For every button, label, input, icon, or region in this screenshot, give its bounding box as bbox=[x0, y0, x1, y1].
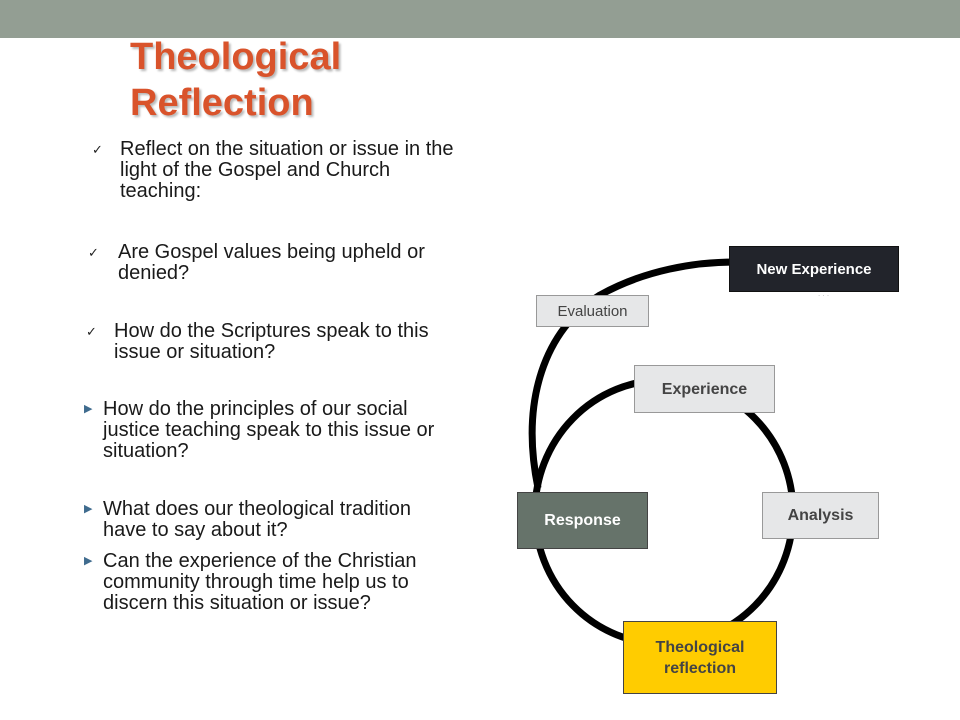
bullet-text: Can the experience of the Christian comm… bbox=[103, 550, 417, 614]
bullet-text: What does our theological tradition have… bbox=[103, 498, 411, 541]
bullet-reflect: ✓ Reflect on the situation or issue in t… bbox=[92, 139, 467, 202]
ghost-mark: . . . bbox=[818, 289, 830, 298]
theological-reflection-box: Theological reflection bbox=[623, 621, 777, 694]
bullet-gospel-values: ✓ Are Gospel values being upheld or deni… bbox=[88, 242, 468, 284]
arrow-icon: ▶ bbox=[84, 503, 93, 515]
check-icon: ✓ bbox=[88, 245, 99, 260]
response-box: Response bbox=[517, 492, 648, 549]
bullet-social-justice: ▶ How do the principles of our social ju… bbox=[84, 399, 469, 462]
bullet-text: How do the principles of our social just… bbox=[103, 398, 435, 462]
new-experience-box: New Experience bbox=[729, 246, 899, 292]
bullet-scriptures: ✓ How do the Scriptures speak to this is… bbox=[86, 321, 466, 363]
check-icon: ✓ bbox=[86, 324, 97, 339]
arrow-icon: ▶ bbox=[84, 403, 93, 415]
experience-box: Experience bbox=[634, 365, 775, 413]
analysis-box: Analysis bbox=[762, 492, 879, 539]
bullet-tradition: ▶ What does our theological tradition ha… bbox=[84, 499, 469, 541]
arrow-icon: ▶ bbox=[84, 555, 93, 567]
bullet-text: How do the Scriptures speak to this issu… bbox=[114, 320, 429, 363]
slide-title: Theological Reflection bbox=[130, 36, 342, 124]
check-icon: ✓ bbox=[92, 142, 103, 157]
bullet-community: ▶ Can the experience of the Christian co… bbox=[84, 551, 469, 614]
evaluation-box: Evaluation bbox=[536, 295, 649, 327]
top-band bbox=[0, 0, 960, 38]
bullet-text: Are Gospel values being upheld or denied… bbox=[118, 241, 425, 284]
bullet-text: Reflect on the situation or issue in the… bbox=[120, 138, 454, 202]
